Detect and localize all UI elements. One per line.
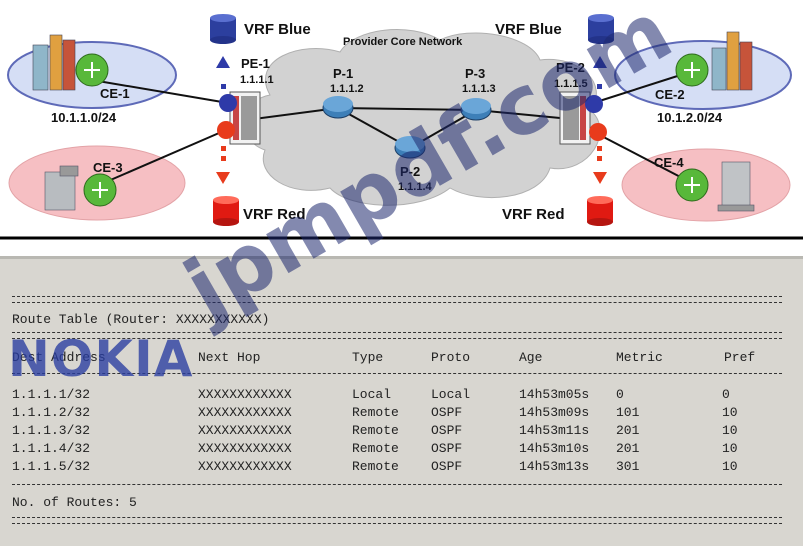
ce2-subnet: 10.1.2.0/24: [657, 110, 723, 125]
ce1-router-icon: [75, 53, 109, 87]
route-cell: Local: [431, 387, 471, 402]
double-rule-top: [12, 296, 782, 303]
route-cell: XXXXXXXXXXXX: [198, 441, 292, 456]
ce2-label: CE-2: [655, 87, 685, 102]
vrf-red-right-cylinder: [587, 196, 613, 226]
route-cell: Remote: [352, 459, 399, 474]
header-age: Age: [519, 350, 543, 365]
route-cell: OSPF: [431, 441, 463, 456]
vrf-blue-left-cylinder: [210, 14, 236, 44]
route-cell: XXXXXXXXXXXX: [198, 423, 292, 438]
route-table-title: Route Table (Router: XXXXXXXXXXX): [12, 312, 270, 327]
vrf-blue-left-label: VRF Blue: [244, 21, 311, 38]
vrf-red-right-label: VRF Red: [502, 206, 565, 223]
route-cell: Remote: [352, 405, 399, 420]
p1-label: P-1: [333, 66, 354, 81]
route-cell: OSPF: [431, 405, 463, 420]
route-table-panel: Route Table (Router: XXXXXXXXXXX) Dest A…: [0, 256, 803, 546]
pe1-label: PE-1: [241, 56, 270, 71]
header-next-hop: Next Hop: [198, 350, 261, 365]
route-cell: 1.1.1.3/32: [12, 423, 91, 438]
vrf-blue-right-label: VRF Blue: [495, 21, 562, 38]
provider-core-cloud: [244, 29, 601, 206]
vrf-red-left-cylinder: [213, 196, 239, 226]
dash-rule-header: [12, 373, 782, 374]
route-count: No. of Routes: 5: [12, 495, 137, 510]
route-cell: 1.1.1.2/32: [12, 405, 91, 420]
p3-label: P-3: [465, 66, 486, 81]
ce3-router-icon: [83, 173, 117, 207]
ce4-label: CE-4: [654, 155, 684, 170]
route-cell: 101: [616, 405, 640, 420]
ce1-subnet: 10.1.1.0/24: [51, 110, 117, 125]
p3-ip: 1.1.1.3: [462, 83, 496, 95]
route-cell: 0: [616, 387, 624, 402]
route-cell: Local: [352, 387, 392, 402]
route-cell: 201: [616, 441, 640, 456]
building-ce4: [717, 161, 755, 212]
route-cell: OSPF: [431, 423, 463, 438]
route-cell: 14h53m09s: [519, 405, 590, 420]
building-ce2: [711, 31, 753, 91]
p1-router-icon: [322, 96, 354, 119]
route-cell: XXXXXXXXXXXX: [198, 387, 292, 402]
building-ce1: [32, 34, 76, 91]
route-cell: 1.1.1.1/32: [12, 387, 91, 402]
network-diagram: VRF Blue VRF Blue VRF Red VRF Red Provid…: [0, 0, 803, 240]
pe2-red-vrf-dot: [589, 123, 607, 141]
building-ce3: [44, 165, 79, 211]
topology-drawing: [0, 14, 803, 240]
route-cell: 0: [722, 387, 730, 402]
blue-arrow-left: [216, 56, 230, 68]
route-cell: 14h53m11s: [519, 423, 590, 438]
route-cell: Remote: [352, 423, 399, 438]
pe1-red-vrf-dot: [217, 121, 235, 139]
route-cell: 1.1.1.4/32: [12, 441, 91, 456]
route-cell: XXXXXXXXXXXX: [198, 405, 292, 420]
route-cell: 14h53m05s: [519, 387, 590, 402]
p3-router-icon: [460, 98, 492, 121]
pe1-blue-vrf-dot: [219, 94, 237, 112]
double-rule-bottom: [12, 517, 782, 524]
route-cell: OSPF: [431, 459, 463, 474]
route-cell: 10: [722, 405, 738, 420]
header-metric: Metric: [616, 350, 663, 365]
ce1-label: CE-1: [100, 86, 130, 101]
route-cell: 14h53m10s: [519, 441, 590, 456]
red-arrow-right: [593, 172, 607, 184]
pe2-router-chassis: [559, 91, 591, 145]
p2-ip: 1.1.1.4: [398, 181, 432, 193]
double-rule-header: [12, 332, 782, 339]
route-cell: 301: [616, 459, 640, 474]
route-cell: 14h53m13s: [519, 459, 590, 474]
provider-core-label: Provider Core Network: [343, 36, 463, 48]
route-cell: Remote: [352, 441, 399, 456]
header-pref: Pref: [724, 350, 756, 365]
p1-ip: 1.1.1.2: [330, 83, 364, 95]
ce3-label: CE-3: [93, 160, 123, 175]
route-cell: XXXXXXXXXXXX: [198, 459, 292, 474]
header-type: Type: [352, 350, 384, 365]
pe2-blue-vrf-dot: [585, 95, 603, 113]
p2-router-icon: [394, 136, 426, 159]
red-arrow-left: [216, 172, 230, 184]
header-proto: Proto: [431, 350, 471, 365]
pe2-label: PE-2: [556, 60, 585, 75]
route-cell: 10: [722, 459, 738, 474]
vrf-red-left-label: VRF Red: [243, 206, 306, 223]
route-cell: 1.1.1.5/32: [12, 459, 91, 474]
route-cell: 10: [722, 441, 738, 456]
ce2-router-icon: [675, 53, 709, 87]
ce4-router-icon: [675, 168, 709, 202]
pe2-ip: 1.1.1.5: [554, 78, 588, 90]
vrf-blue-right-cylinder: [588, 14, 614, 44]
dash-rule-footer: [12, 484, 782, 485]
blue-arrow-right: [593, 56, 607, 68]
header-dest-address: Dest Address: [12, 350, 106, 365]
p2-label: P-2: [400, 164, 421, 179]
pe1-ip: 1.1.1.1: [240, 74, 274, 86]
route-cell: 201: [616, 423, 640, 438]
route-cell: 10: [722, 423, 738, 438]
